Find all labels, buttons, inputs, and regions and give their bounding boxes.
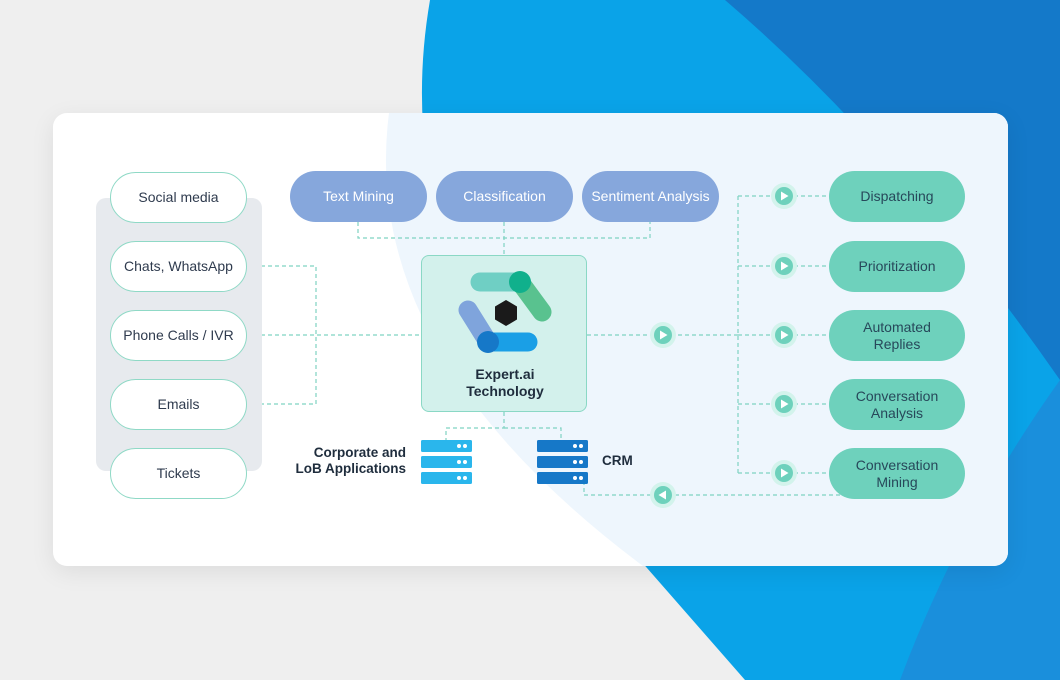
play-icon bbox=[771, 253, 797, 279]
outcome-conversation-mining[interactable]: Conversation Mining bbox=[829, 448, 965, 499]
source-phone-calls[interactable]: Phone Calls / IVR bbox=[110, 310, 247, 361]
corporate-server-icon bbox=[421, 440, 472, 484]
capability-sentiment-analysis[interactable]: Sentiment Analysis bbox=[582, 171, 719, 222]
source-tickets[interactable]: Tickets bbox=[110, 448, 247, 499]
outcome-label-line2: Analysis bbox=[870, 404, 924, 421]
tech-title-line2: Technology bbox=[466, 383, 544, 399]
capability-text-mining[interactable]: Text Mining bbox=[290, 171, 427, 222]
outcome-label-line2: Replies bbox=[873, 335, 921, 352]
outcome-label-line1: Dispatching bbox=[860, 188, 934, 204]
play-icon bbox=[771, 460, 797, 486]
source-chats-whatsapp[interactable]: Chats, WhatsApp bbox=[110, 241, 247, 292]
tech-title-line1: Expert.ai bbox=[475, 366, 535, 382]
outcome-prioritization[interactable]: Prioritization bbox=[829, 241, 965, 292]
corporate-label: Corporate and LoB Applications bbox=[290, 445, 407, 477]
expert-ai-logo-icon bbox=[458, 271, 552, 353]
corporate-label-line2: LoB Applications bbox=[295, 461, 407, 476]
corporate-label-line1: Corporate and bbox=[313, 445, 406, 460]
source-emails[interactable]: Emails bbox=[110, 379, 247, 430]
outcome-label-line1: Conversation bbox=[855, 456, 939, 473]
play-icon bbox=[771, 183, 797, 209]
outcome-automated-replies[interactable]: Automated Replies bbox=[829, 310, 965, 361]
outcome-label-line1: Automated bbox=[863, 318, 931, 335]
reverse-play-icon bbox=[650, 482, 676, 508]
outcome-label-line2: Mining bbox=[876, 473, 918, 490]
outcome-label-line1: Conversation bbox=[855, 387, 939, 404]
outcome-conversation-analysis[interactable]: Conversation Analysis bbox=[829, 379, 965, 430]
play-icon bbox=[650, 322, 676, 348]
play-icon bbox=[771, 391, 797, 417]
play-icon bbox=[771, 322, 797, 348]
crm-server-icon bbox=[537, 440, 588, 484]
expert-ai-technology-box[interactable]: Expert.ai Technology bbox=[421, 255, 587, 412]
outcome-dispatching[interactable]: Dispatching bbox=[829, 171, 965, 222]
outcome-label-line1: Prioritization bbox=[858, 258, 936, 274]
source-social-media[interactable]: Social media bbox=[110, 172, 247, 223]
capability-classification[interactable]: Classification bbox=[436, 171, 573, 222]
crm-label: CRM bbox=[602, 453, 633, 468]
